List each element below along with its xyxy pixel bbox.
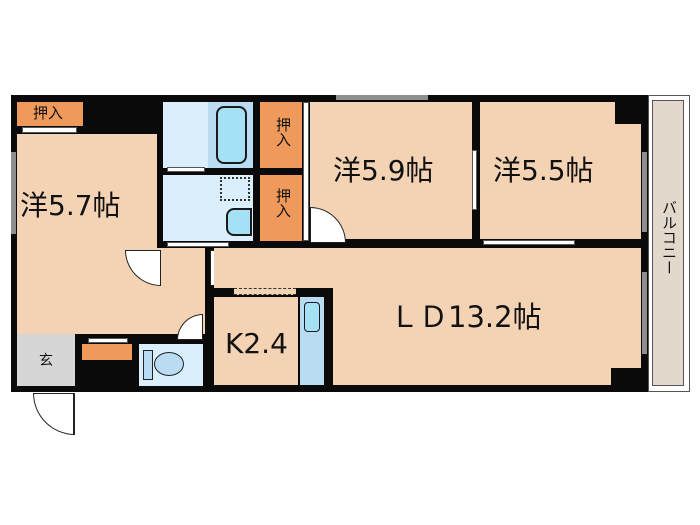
western-room-2-label: 洋5.9帖 [333,154,434,187]
closet-3[interactable] [260,175,302,241]
entrance-label: 玄 [39,353,53,369]
living-dining-main [333,288,641,385]
kitchen-counter-opening [234,288,296,295]
pillar-ld [611,368,641,388]
bathtub-icon [216,106,247,164]
closet-1[interactable] [17,102,83,126]
toilet-tank-icon [143,350,153,380]
western-room-3-label: 洋5.5帖 [493,154,594,187]
living-dining [214,248,641,288]
closet-1-doors [22,127,77,133]
western-room-3 [480,102,641,239]
western-room-1-label: 洋5.7帖 [20,189,121,222]
sliding-door-2-3 [472,150,477,210]
kitchen-sink-icon [304,302,320,332]
closet-1-label: 押入 [33,104,64,122]
washroom-door [167,242,229,247]
closet-3-label: 押入 [274,188,292,218]
shoe-cabinet-top [88,338,128,343]
shoe-cabinet [82,344,132,360]
kitchen-label: K2.4 [225,327,288,360]
pillar [615,102,641,124]
hallway-vertical [164,248,205,298]
western-room-2 [310,102,472,239]
entrance [17,334,75,386]
closet-2[interactable] [260,102,302,168]
hallway-lower [17,298,205,334]
window-room-3 [642,152,647,232]
entrance-door[interactable] [33,393,75,435]
changing-room [163,102,208,168]
kitchen [214,297,298,385]
bath-door [167,167,205,172]
closet-2-label: 押入 [274,117,292,147]
toilet-door[interactable] [177,314,203,340]
closet-2-3-doors [303,102,309,241]
window-ld [642,272,647,354]
washing-machine-icon [220,177,250,201]
sink-icon [226,208,252,236]
toilet-bowl-icon [154,352,184,376]
balcony-label: バルコニー [660,200,678,275]
window-left [11,152,16,234]
balcony [652,100,684,386]
sliding-door-3-ld [483,240,575,245]
window-room-2 [336,95,428,100]
living-dining-label: ＬＤ13.2帖 [390,300,542,334]
